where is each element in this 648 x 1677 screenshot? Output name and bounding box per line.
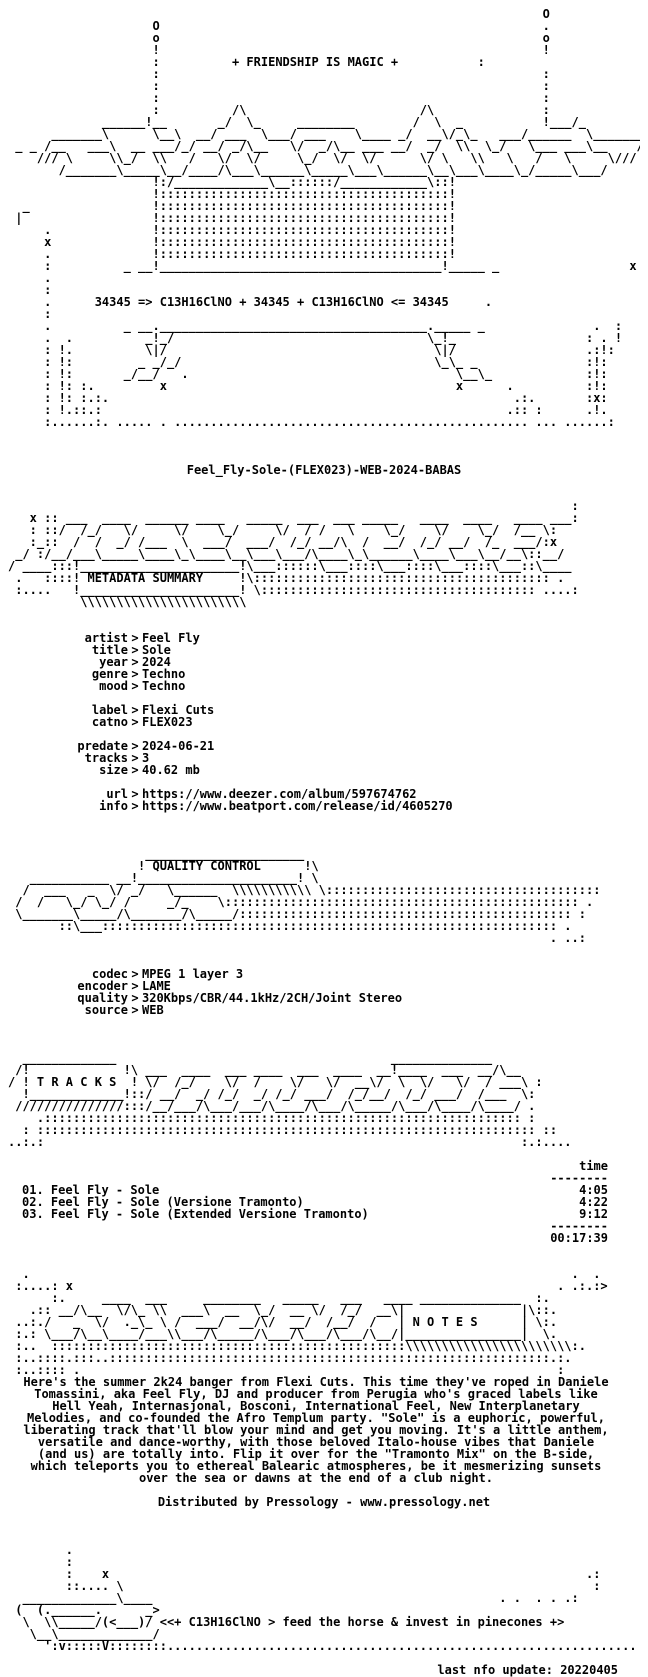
meta-key-url: url: [106, 787, 128, 801]
meta-key-info: info: [99, 799, 128, 813]
header-tagline: + FRIENDSHIP IS MAGIC +: [231, 55, 399, 69]
meta-key-genre: genre: [91, 667, 128, 681]
quality-value-source: WEB: [142, 1003, 164, 1017]
meta-value-genre: Techno: [142, 667, 186, 681]
tracks-banner-art: _____________ ______________ /! !\ ___ _…: [8, 1052, 572, 1148]
track-time: 4:05: [579, 1183, 608, 1197]
meta-value-year: 2024: [142, 655, 171, 669]
quality-value-quality: 320Kbps/CBR/44.1kHz/2CH/Joint Stereo: [142, 991, 403, 1005]
track-time: 4:22: [579, 1195, 608, 1209]
nfo-document: O O . o o !: [8, 8, 640, 1676]
quality-key-quality: quality: [77, 991, 128, 1005]
meta-value-catno: FLEX023: [142, 715, 193, 729]
tracks-separator-top: --------: [550, 1171, 608, 1185]
meta-value-size: 40.62 mb: [142, 763, 200, 777]
meta-key-artist: artist: [84, 631, 128, 645]
tracks-total-time: 00:17:39: [550, 1231, 608, 1245]
track-title: 03. Feel Fly - Sole (Extended Versione T…: [22, 1207, 369, 1221]
tracks-list: 01. Feel Fly - Sole 4:05 02. Feel Fly - …: [22, 1184, 608, 1220]
meta-value-predate: 2024-06-21: [142, 739, 215, 753]
quality-heading: QUALITY CONTROL: [152, 859, 261, 873]
release-name: Feel_Fly-Sole-(FLEX023)-WEB-2024-BABAS: [186, 463, 462, 477]
meta-value-mood: Techno: [142, 679, 186, 693]
quality-key-encoder: encoder: [77, 979, 128, 993]
track-row: 02. Feel Fly - Sole (Versione Tramonto) …: [22, 1196, 608, 1208]
metadata-heading: METADATA SUMMARY: [87, 571, 204, 585]
meta-value-label: Flexi Cuts: [142, 703, 215, 717]
meta-value-url[interactable]: https://www.deezer.com/album/597674762: [142, 787, 417, 801]
meta-value-title: Sole: [142, 643, 171, 657]
tracks-separator-bottom: --------: [550, 1219, 608, 1233]
meta-key-label: label: [91, 703, 128, 717]
meta-key-predate: predate: [77, 739, 128, 753]
meta-value-tracks: 3: [142, 751, 150, 765]
quality-key-source: source: [84, 1003, 128, 1017]
tracks-heading: T R A C K S: [36, 1075, 117, 1089]
footer-ascii-art: . : : x .: ::.... \ : _____________\____: [15, 1544, 637, 1652]
meta-value-artist: Feel Fly: [142, 631, 200, 645]
meta-key-mood: mood: [99, 679, 128, 693]
quality-table: codec>MPEG 1 layer 3 encoder>LAME qualit…: [8, 968, 640, 1016]
meta-key-tracks: tracks: [84, 751, 128, 765]
notes-banner-art: . . . :....: x . .:.:> :. ____ ___ _____…: [15, 1268, 608, 1376]
header-ascii-art: O O . o o !: [15, 8, 640, 428]
quality-value-codec: MPEG 1 layer 3: [142, 967, 244, 981]
track-time: 9:12: [579, 1207, 608, 1221]
meta-key-catno: catno: [91, 715, 128, 729]
quality-value-encoder: LAME: [142, 979, 171, 993]
header-formula: 34345 => C13H16ClNO + 34345 + C13H16ClNO…: [94, 295, 449, 309]
track-row: 03. Feel Fly - Sole (Extended Versione T…: [22, 1208, 608, 1220]
track-row: 01. Feel Fly - Sole 4:05: [22, 1184, 608, 1196]
track-title: 02. Feel Fly - Sole (Versione Tramonto): [22, 1195, 304, 1209]
notes-text: Here's the summer 2k24 banger from Flexi…: [23, 1375, 609, 1485]
meta-key-year: year: [99, 655, 128, 669]
track-title: 01. Feel Fly - Sole: [22, 1183, 160, 1197]
meta-value-info[interactable]: https://www.beatport.com/release/id/4605…: [142, 799, 453, 813]
tracks-time-header: time: [579, 1159, 608, 1173]
last-nfo-update: last nfo update: 20220405: [437, 1663, 618, 1677]
metadata-banner-art: : x :: ___ ____ ______ ____ _____ ___ __…: [8, 500, 579, 608]
meta-key-size: size: [99, 763, 128, 777]
distributed-by: Distributed by Pressology - www.pressolo…: [157, 1495, 491, 1509]
footer-slogan: <<+ C13H16ClNO > feed the horse & invest…: [159, 1615, 565, 1629]
meta-key-title: title: [91, 643, 128, 657]
notes-heading: N O T E S: [412, 1315, 478, 1329]
metadata-table: artist>Feel Fly title>Sole year>2024 gen…: [8, 632, 640, 812]
quality-key-codec: codec: [91, 967, 128, 981]
quality-banner-art: ______________________ ! QUALITY CONTROL…: [15, 848, 601, 944]
